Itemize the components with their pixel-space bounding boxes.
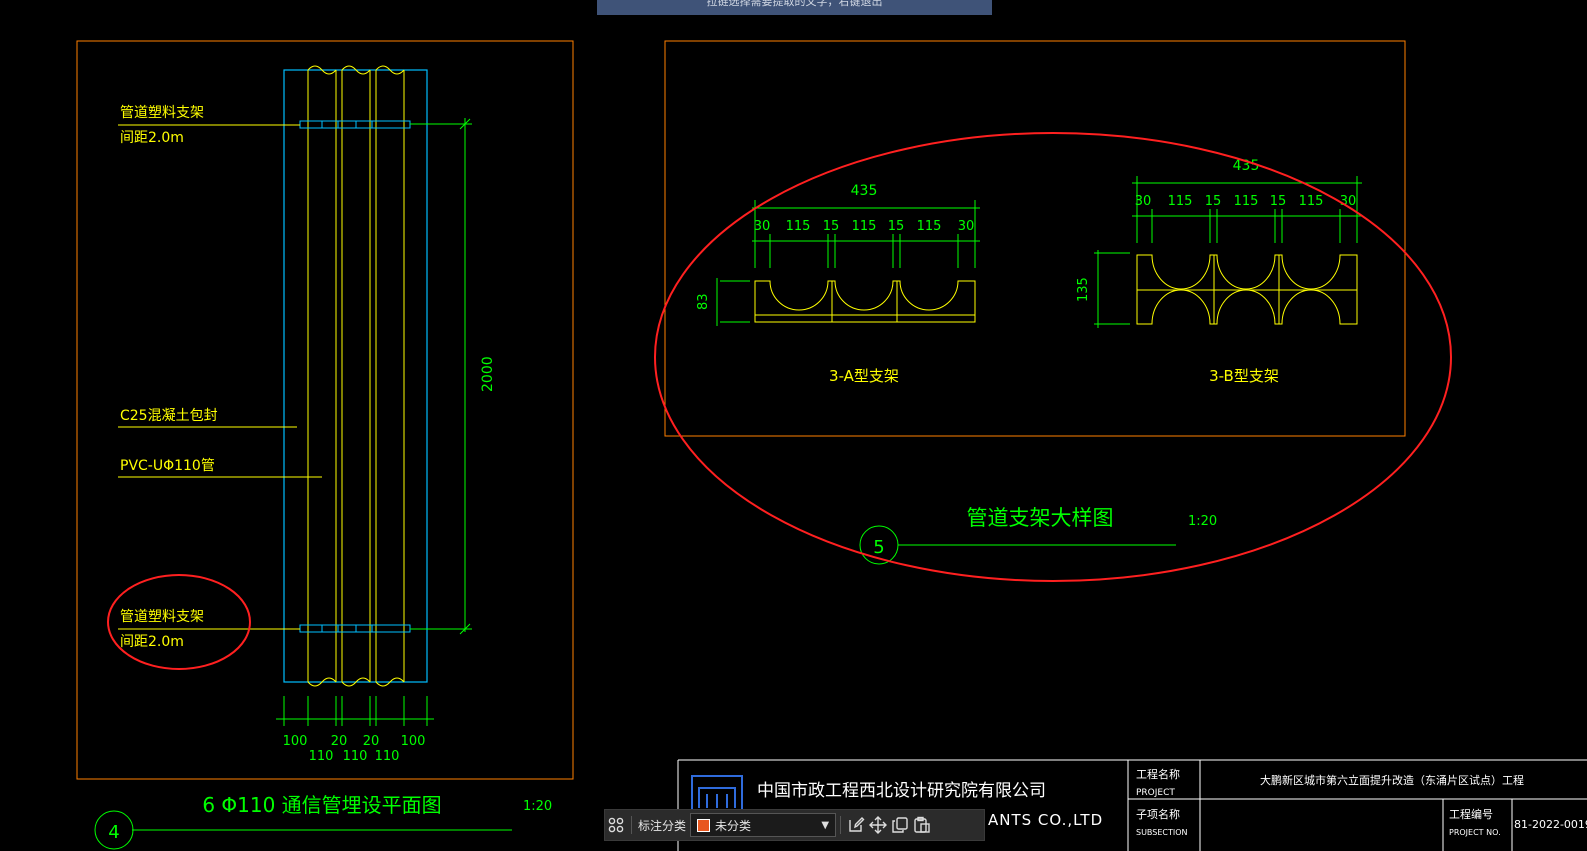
project-label-en: PROJECT <box>1136 788 1175 798</box>
dimension-chain-bottom[interactable] <box>276 696 434 726</box>
pipe-support-top[interactable] <box>299 120 411 129</box>
toolbar-separator <box>840 816 842 834</box>
dim-row2-0: 110 <box>309 749 334 764</box>
support-3b-shape[interactable] <box>1136 254 1358 325</box>
support-3b-dim-5: 115 <box>1299 194 1324 209</box>
drawing-4-number-circle <box>94 810 134 850</box>
projno-label-en: PROJECT NO. <box>1449 828 1501 837</box>
support-3b-name: 3-B型支架 <box>1209 367 1279 385</box>
support-3b-height: 135 <box>1076 277 1091 302</box>
category-select-value: 未分类 <box>715 818 752 833</box>
support-3a-dim-0: 30 <box>754 219 771 234</box>
support-3a-total: 435 <box>851 183 878 199</box>
command-hint-bar: 拉链选择需要提取的文字，右键退出 <box>597 0 992 15</box>
support-3a-height: 83 <box>696 293 711 310</box>
support-3b-dim-2: 15 <box>1205 194 1222 209</box>
label-support-top-1: 管道塑料支架 <box>120 105 204 121</box>
support-3a-dim-4: 15 <box>888 219 905 234</box>
category-label: 标注分类 <box>638 818 687 833</box>
drawing-4-number: 4 <box>108 822 119 843</box>
subsection-label-en: SUBSECTION <box>1136 828 1188 837</box>
dim-row1-2: 20 <box>363 734 380 749</box>
dim-row1-3: 100 <box>401 734 426 749</box>
drawing-5-number-circle <box>859 525 899 565</box>
company-name-cn: 中国市政工程西北设计研究院有限公司 <box>757 781 1046 801</box>
support-3b-total: 435 <box>1233 158 1260 174</box>
annotation-toolbar: 标注分类 未分类 ▼ <box>604 809 985 841</box>
frame-drawing-5 <box>664 40 1406 437</box>
projno-value: 81-2022-0019 <box>1514 818 1587 831</box>
support-3a-dim-2: 15 <box>823 219 840 234</box>
support-3a-shape[interactable] <box>754 280 976 323</box>
label-support-bot-2: 间距2.0m <box>120 634 184 650</box>
projno-label-cn: 工程编号 <box>1449 807 1493 821</box>
support-3b-dim-3: 115 <box>1234 194 1259 209</box>
project-value: 大鹏新区城市第六立面提升改造（东涌片区试点）工程 <box>1260 773 1524 787</box>
label-c25: C25混凝土包封 <box>120 408 218 424</box>
command-hint-text: 拉链选择需要提取的文字，右键退出 <box>706 0 883 8</box>
dim-row1-0: 100 <box>283 734 308 749</box>
dim-2000-text: 2000 <box>480 356 496 392</box>
support-3b-dim-0: 30 <box>1135 194 1152 209</box>
dimension-2000[interactable] <box>410 118 472 635</box>
frame-drawing-4 <box>76 40 574 780</box>
subsection-label-cn: 子项名称 <box>1136 807 1180 821</box>
edit-icon[interactable] <box>845 814 867 836</box>
markup-ellipse-large[interactable] <box>654 132 1452 582</box>
support-3a-dim-5: 115 <box>917 219 942 234</box>
drawing-5-scale: 1:20 <box>1188 514 1217 529</box>
label-pvc: PVC-UΦ110管 <box>120 458 215 474</box>
chevron-down-icon: ▼ <box>821 819 830 831</box>
drawing-5-number: 5 <box>873 537 884 558</box>
company-name-en: ANTS CO.,LTD <box>988 811 1103 829</box>
support-3a-name: 3-A型支架 <box>829 367 899 385</box>
grid-menu-icon[interactable] <box>605 814 627 836</box>
move-icon[interactable] <box>867 814 889 836</box>
toolbar-separator <box>631 816 632 834</box>
support-3a-dims[interactable] <box>716 200 980 326</box>
drawing-4-scale: 1:20 <box>523 799 552 814</box>
pipe-support-bottom[interactable] <box>299 624 411 633</box>
dim-row2-1: 110 <box>343 749 368 764</box>
project-label-cn: 工程名称 <box>1136 767 1180 781</box>
dim-row2-2: 110 <box>375 749 400 764</box>
support-3a-dim-1: 115 <box>786 219 811 234</box>
support-3a-dim-6: 30 <box>958 219 975 234</box>
copy-icon[interactable] <box>889 814 911 836</box>
dim-row1-1: 20 <box>331 734 348 749</box>
support-3b-dim-4: 15 <box>1270 194 1287 209</box>
pipe-group[interactable] <box>307 65 405 687</box>
category-select[interactable]: 未分类 ▼ <box>690 813 837 837</box>
support-3b-dims[interactable] <box>1094 176 1362 328</box>
drawing-5-title: 管道支架大样图 <box>967 506 1114 530</box>
drawing-4-title: 6 Φ110 通信管埋设平面图 <box>202 793 441 817</box>
paste-icon[interactable] <box>911 814 933 836</box>
markup-ellipse-small[interactable] <box>107 574 251 670</box>
support-3a-dim-3: 115 <box>852 219 877 234</box>
label-support-top-2: 间距2.0m <box>120 130 184 146</box>
title-block <box>677 759 1587 851</box>
support-3b-dim-1: 115 <box>1168 194 1193 209</box>
label-support-bot-1: 管道塑料支架 <box>120 609 204 625</box>
category-color-swatch <box>697 818 711 832</box>
concrete-encasement[interactable] <box>283 69 428 683</box>
leader-lines <box>118 124 322 630</box>
